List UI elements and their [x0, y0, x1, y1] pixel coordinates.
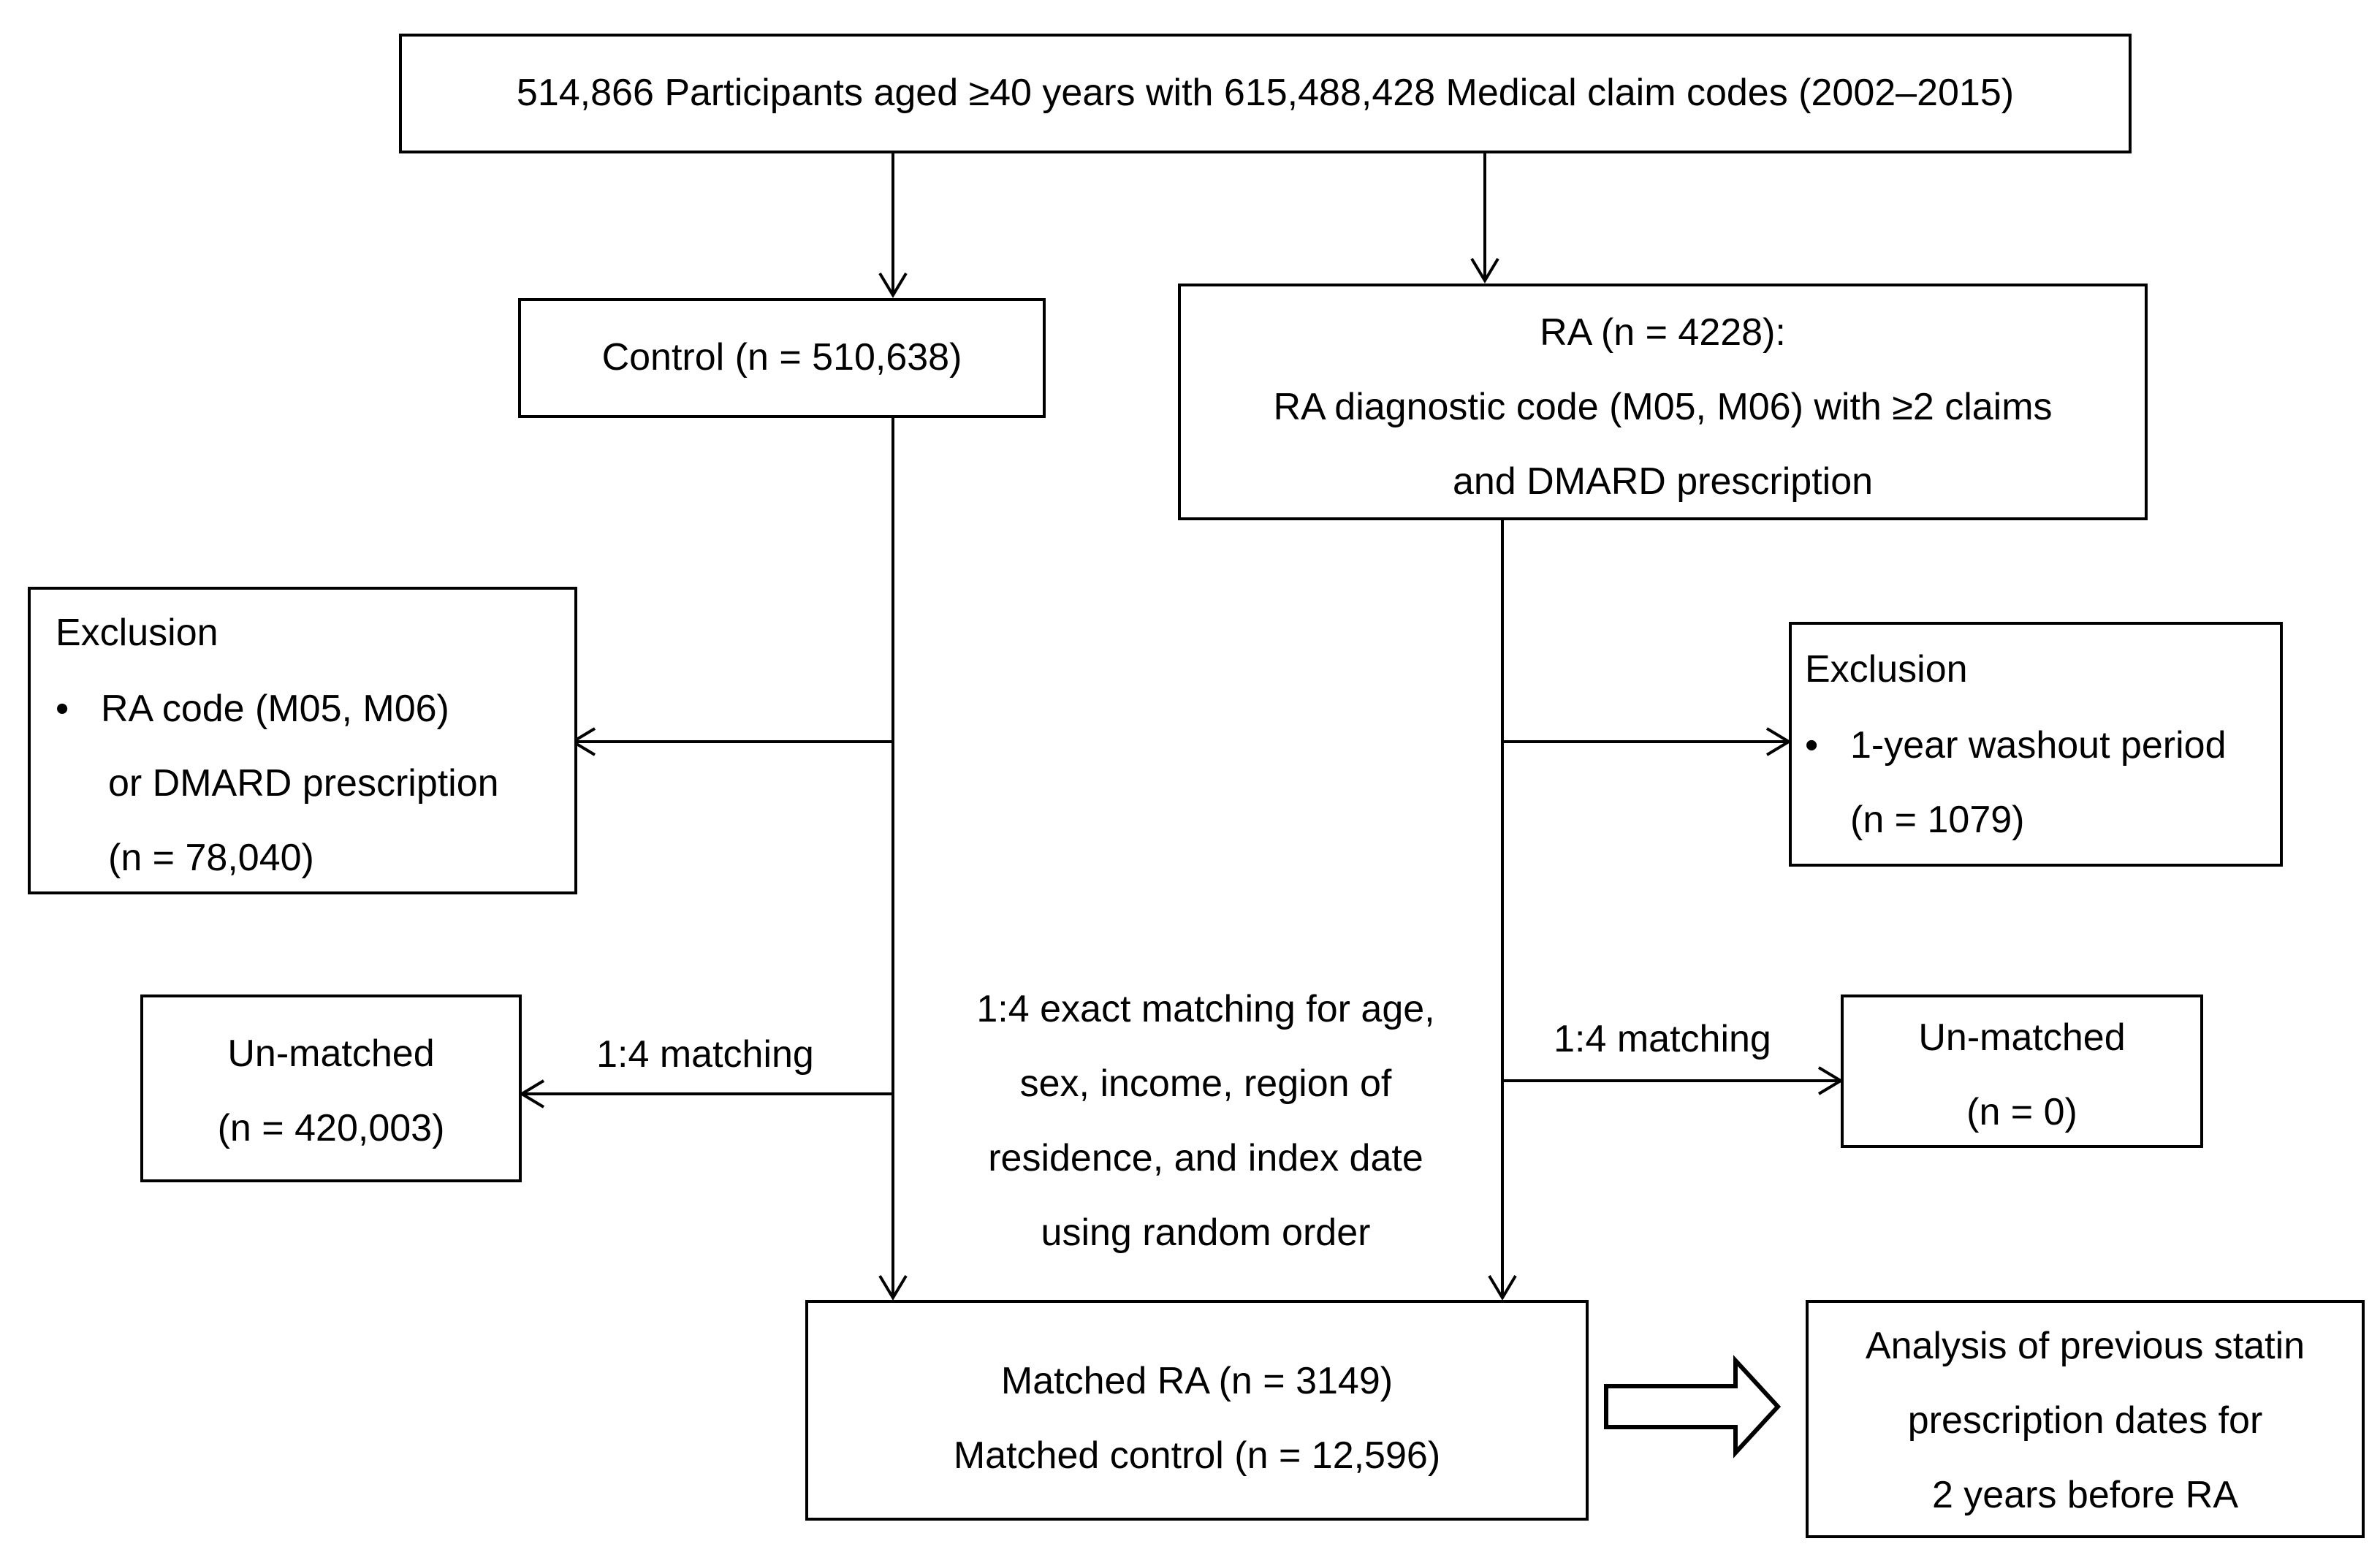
unmatched-left-box: Un-matched (n = 420,003) — [140, 995, 522, 1182]
arrowhead-unmatched-left — [519, 1079, 545, 1108]
analysis-line1: Analysis of previous statin — [1865, 1325, 2305, 1367]
analysis-box: Analysis of previous statin prescription… — [1806, 1300, 2365, 1538]
matching-note-line3: residence, and index date — [988, 1137, 1423, 1179]
ra-line2: RA diagnostic code (M05, M06) with ≥2 cl… — [1273, 386, 2053, 428]
matching-note-line4: using random order — [1041, 1212, 1371, 1254]
unmatched-right-line2: (n = 0) — [1966, 1091, 2077, 1133]
exclusion-right-bullet: • — [1805, 724, 1819, 767]
matching-note-line1: 1:4 exact matching for age, — [976, 988, 1435, 1030]
ra-box: RA (n = 4228): RA diagnostic code (M05, … — [1178, 284, 2148, 520]
exclusion-right-line2: (n = 1079) — [1850, 799, 2025, 841]
arrowhead-matched-right — [1488, 1274, 1517, 1301]
ra-line1: RA (n = 4228): — [1540, 311, 1786, 354]
exclusion-left-box: Exclusion • RA code (M05, M06) or DMARD … — [28, 587, 577, 894]
block-arrow — [1604, 1355, 1782, 1459]
analysis-line2: prescription dates for — [1907, 1399, 2263, 1442]
analysis-line3: 2 years before RA — [1931, 1474, 2239, 1516]
arrowhead-ra — [1470, 257, 1499, 284]
top-text: 514,866 Participants aged ≥40 years with… — [516, 72, 2015, 114]
control-box: Control (n = 510,638) — [518, 298, 1046, 418]
exclusion-left-line2: or DMARD prescription — [108, 762, 499, 805]
top-box: 514,866 Participants aged ≥40 years with… — [399, 34, 2132, 153]
matching-left-label: 1:4 matching — [596, 1033, 814, 1076]
exclusion-right-box: Exclusion • 1-year washout period (n = 1… — [1789, 622, 2283, 867]
matching-right-label: 1:4 matching — [1554, 1018, 1771, 1060]
unmatched-right-box: Un-matched (n = 0) — [1841, 995, 2203, 1148]
exclusion-right-title: Exclusion — [1805, 648, 1968, 691]
unmatched-right-line1: Un-matched — [1918, 1016, 2126, 1059]
matched-line1: Matched RA (n = 3149) — [1000, 1360, 1394, 1402]
arrowhead-control — [878, 272, 908, 298]
matched-line2: Matched control (n = 12,596) — [953, 1434, 1441, 1477]
unmatched-left-line2: (n = 420,003) — [217, 1107, 445, 1149]
exclusion-right-line1: 1-year washout period — [1850, 724, 2227, 767]
arrowhead-matched-left — [878, 1274, 908, 1301]
unmatched-left-line1: Un-matched — [227, 1033, 435, 1075]
exclusion-left-line3: (n = 78,040) — [108, 837, 314, 879]
ra-line3: and DMARD prescription — [1452, 460, 1874, 503]
matching-note-line2: sex, income, region of — [1019, 1062, 1392, 1105]
control-text: Control (n = 510,638) — [601, 336, 962, 379]
exclusion-left-title: Exclusion — [56, 612, 218, 654]
exclusion-left-line1: RA code (M05, M06) — [101, 688, 449, 730]
matched-box: Matched RA (n = 3149) Matched control (n… — [805, 1300, 1589, 1521]
exclusion-left-bullet: • — [56, 688, 69, 730]
